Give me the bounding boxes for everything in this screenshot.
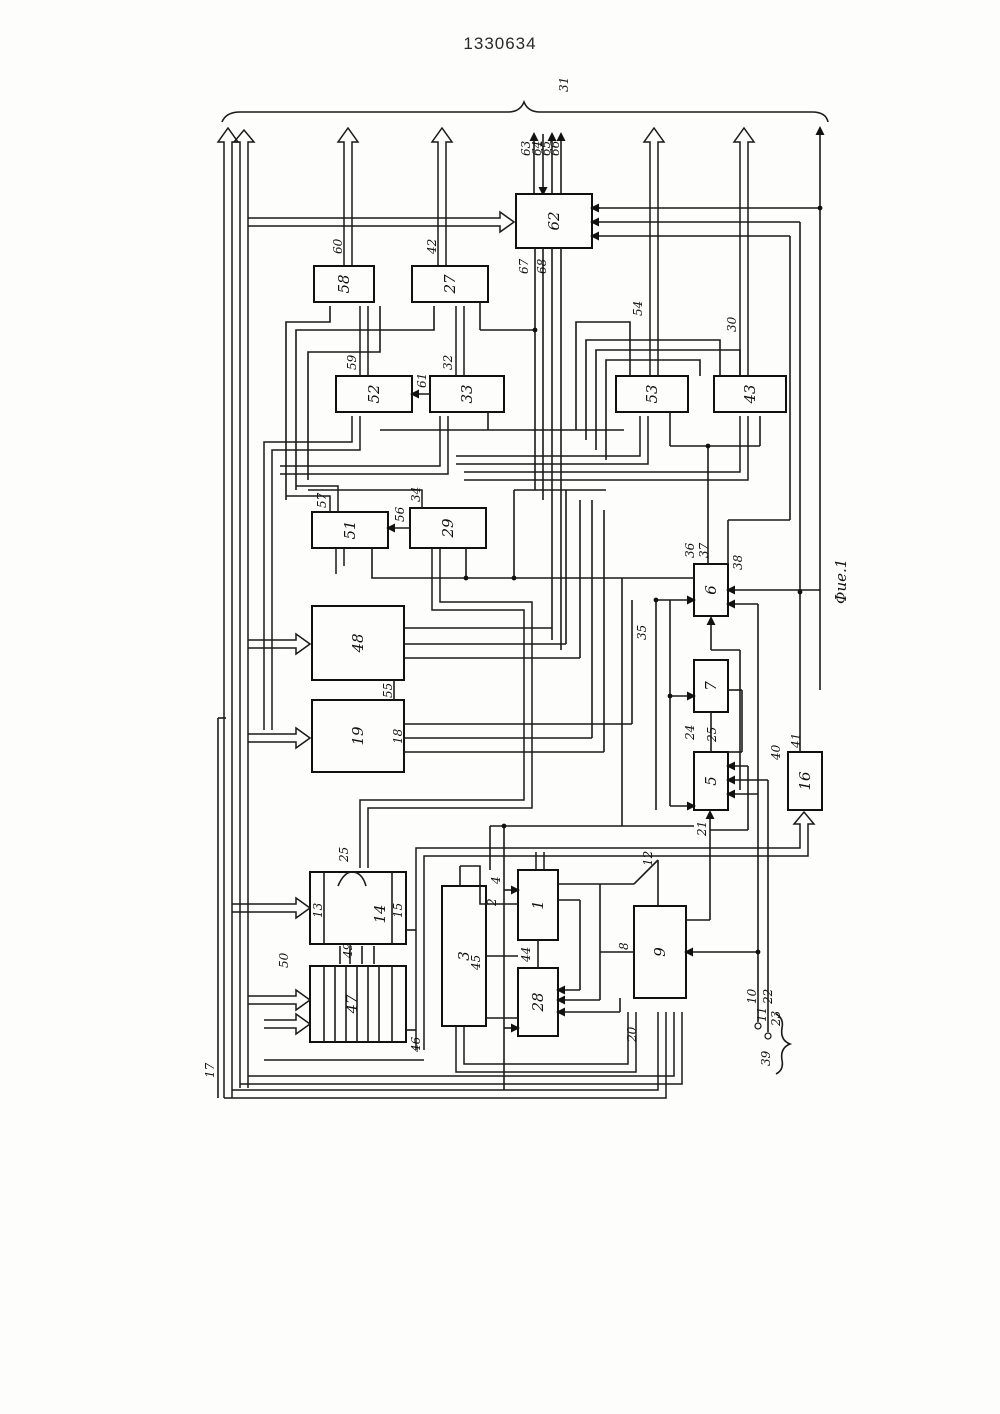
- svg-text:5: 5: [702, 776, 720, 786]
- block-6: 6: [694, 564, 728, 616]
- svg-text:8: 8: [617, 942, 631, 950]
- svg-text:58: 58: [335, 274, 353, 293]
- svg-text:59: 59: [345, 354, 359, 370]
- block-43: 28: [518, 968, 558, 1036]
- svg-text:16: 16: [796, 771, 814, 791]
- svg-text:51: 51: [341, 520, 359, 539]
- block-9: 9: [634, 906, 686, 998]
- svg-text:14: 14: [371, 904, 389, 923]
- svg-text:25: 25: [337, 847, 351, 863]
- svg-text:33: 33: [458, 384, 476, 403]
- svg-text:49: 49: [341, 942, 355, 959]
- svg-text:32: 32: [441, 355, 455, 370]
- output-brace: [222, 102, 828, 122]
- svg-text:67: 67: [517, 258, 531, 274]
- svg-text:68: 68: [535, 258, 549, 274]
- svg-text:9: 9: [651, 947, 669, 957]
- svg-text:43: 43: [741, 384, 759, 404]
- svg-text:39: 39: [759, 1050, 773, 1066]
- svg-text:27: 27: [441, 274, 459, 295]
- svg-text:25: 25: [705, 727, 719, 743]
- svg-text:44: 44: [519, 947, 533, 963]
- block-53: 53: [616, 376, 688, 412]
- svg-text:19: 19: [349, 726, 367, 746]
- svg-text:34: 34: [409, 487, 423, 502]
- svg-text:10: 10: [745, 988, 759, 1004]
- svg-text:37: 37: [697, 542, 711, 558]
- svg-text:2: 2: [485, 898, 499, 907]
- label-31: 31: [557, 77, 571, 92]
- svg-text:53: 53: [643, 384, 661, 403]
- svg-text:17: 17: [203, 1062, 217, 1078]
- svg-text:46: 46: [409, 1036, 423, 1053]
- svg-text:6: 6: [702, 585, 720, 595]
- block-51: 51: [312, 512, 388, 548]
- block-1: 1: [518, 870, 558, 940]
- svg-text:7: 7: [702, 681, 720, 691]
- block-47: 47: [310, 966, 406, 1042]
- svg-text:1: 1: [529, 900, 547, 910]
- svg-text:35: 35: [635, 625, 649, 640]
- block-7: 7: [694, 660, 728, 712]
- svg-text:41: 41: [789, 733, 803, 749]
- svg-text:42: 42: [425, 239, 439, 255]
- svg-text:36: 36: [683, 542, 697, 558]
- block-27: 29: [410, 508, 486, 548]
- svg-text:20: 20: [625, 1026, 639, 1043]
- svg-text:56: 56: [393, 506, 407, 522]
- block-16: 16: [788, 752, 822, 810]
- figure-caption: Фие.1: [832, 559, 850, 604]
- svg-text:48: 48: [349, 633, 367, 653]
- svg-text:24: 24: [683, 725, 697, 741]
- block-5: 5: [694, 752, 728, 810]
- block-62: 62: [516, 194, 592, 248]
- svg-text:12: 12: [641, 851, 655, 866]
- svg-text:30: 30: [725, 316, 739, 332]
- svg-text:22: 22: [761, 989, 775, 1005]
- svg-text:28: 28: [529, 992, 547, 1012]
- svg-text:45: 45: [469, 955, 483, 971]
- svg-text:61: 61: [415, 373, 429, 388]
- svg-text:60: 60: [331, 238, 345, 254]
- block-28: 33: [430, 376, 504, 412]
- block-62-label: 62: [545, 211, 563, 230]
- svg-text:13: 13: [311, 902, 325, 918]
- block-58: 58: [314, 266, 374, 302]
- svg-text:55: 55: [381, 683, 395, 698]
- svg-text:66: 66: [548, 140, 562, 156]
- svg-text:47: 47: [343, 994, 361, 1015]
- block-52: 52: [336, 376, 412, 412]
- svg-text:4: 4: [489, 876, 503, 885]
- svg-text:18: 18: [391, 728, 405, 744]
- block-48: 48: [312, 606, 404, 680]
- svg-text:38: 38: [731, 554, 745, 570]
- svg-text:40: 40: [769, 744, 783, 761]
- svg-text:23: 23: [769, 1010, 783, 1027]
- svg-text:50: 50: [277, 952, 291, 968]
- block-33: 27: [412, 266, 488, 302]
- svg-text:57: 57: [315, 492, 329, 508]
- svg-text:15: 15: [391, 903, 405, 918]
- svg-text:21: 21: [695, 821, 709, 837]
- svg-text:11: 11: [755, 1007, 769, 1022]
- svg-text:29: 29: [439, 518, 457, 539]
- svg-text:52: 52: [365, 384, 383, 403]
- svg-text:54: 54: [631, 301, 645, 316]
- block-29: 43: [714, 376, 786, 412]
